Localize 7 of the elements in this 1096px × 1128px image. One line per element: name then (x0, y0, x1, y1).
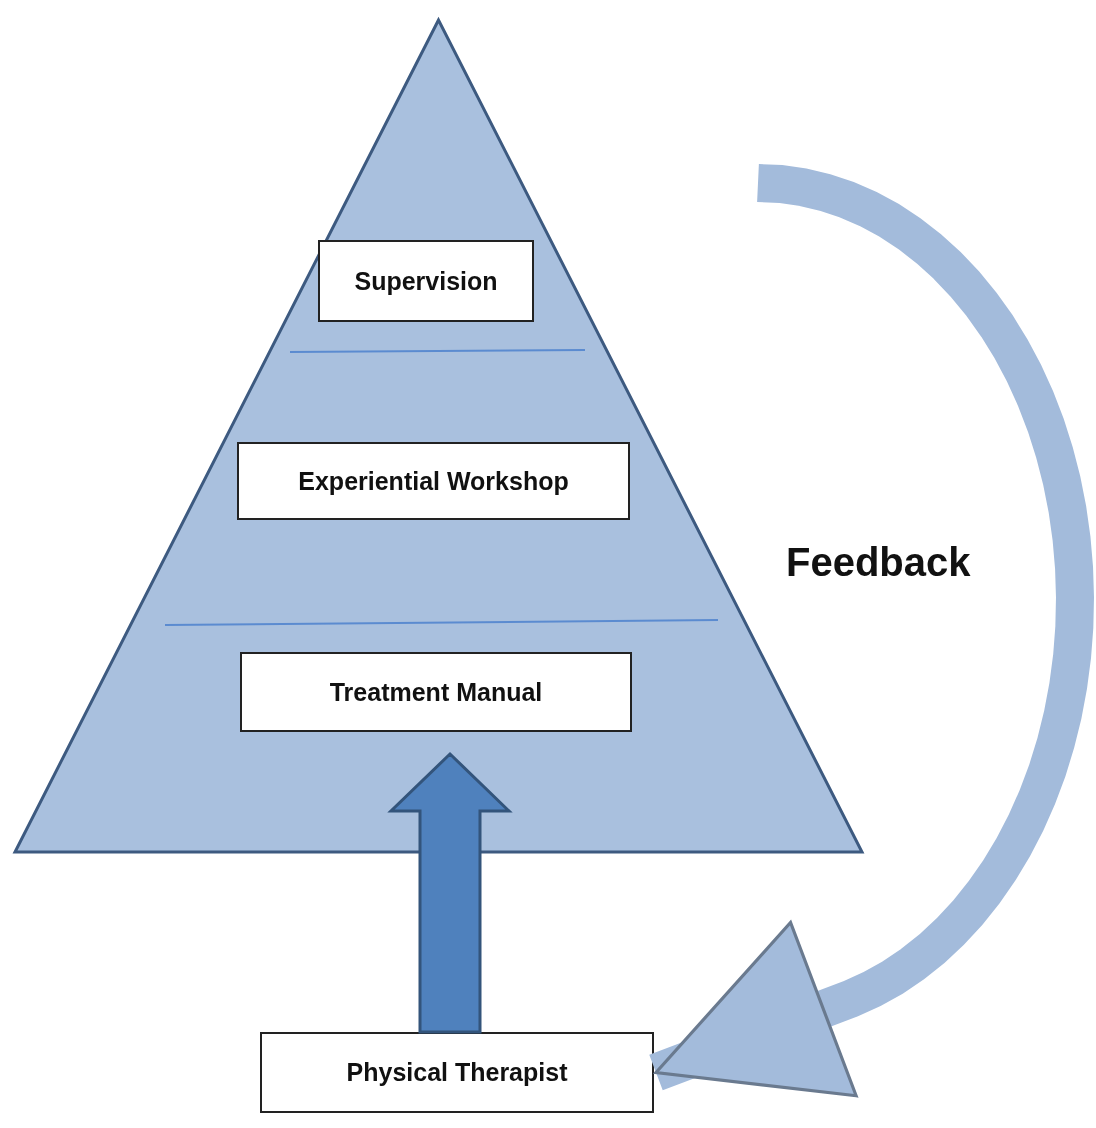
edge-label: Feedback (786, 540, 971, 585)
block-arrow (387, 751, 513, 1034)
text-box: Physical Therapist (260, 1032, 654, 1113)
text-box: Supervision (318, 240, 534, 322)
curved-arrow (649, 164, 1094, 1098)
text-box: Experiential Workshop (237, 442, 630, 520)
text-box: Treatment Manual (240, 652, 632, 732)
